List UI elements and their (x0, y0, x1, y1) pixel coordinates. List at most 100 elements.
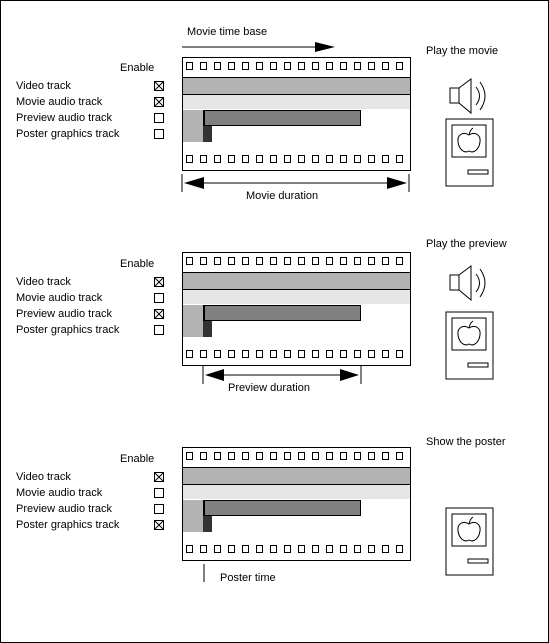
sprocket-hole (396, 155, 403, 163)
sprocket-hole (354, 257, 361, 265)
sprocket-hole (270, 545, 277, 553)
poster-time-tick-icon (203, 564, 205, 582)
sprocket-hole (340, 155, 347, 163)
checkbox-checked-icon (155, 473, 163, 481)
checkbox-poster-graphics-track[interactable] (154, 325, 164, 335)
film-strip (182, 252, 411, 366)
sprocket-hole (368, 350, 375, 358)
track-label-movie-audio: Movie audio track (16, 487, 103, 499)
sprocket-hole (256, 545, 263, 553)
sprocket-hole (340, 545, 347, 553)
sprocket-hole (228, 155, 235, 163)
sprocket-hole (298, 350, 305, 358)
sprocket-hole (270, 350, 277, 358)
sprocket-hole (200, 452, 207, 460)
sprocket-hole (298, 257, 305, 265)
sprocket-hole (270, 155, 277, 163)
checkbox-movie-audio-track[interactable] (154, 97, 164, 107)
sprocket-hole (326, 155, 333, 163)
sprocket-hole (242, 62, 249, 70)
sprocket-hole (382, 545, 389, 553)
sprocket-hole (396, 62, 403, 70)
sprocket-hole (340, 257, 347, 265)
movie-time-base-label: Movie time base (187, 26, 268, 38)
checkbox-video-track[interactable] (154, 81, 164, 91)
sprocket-hole (186, 452, 193, 460)
poster-marker (203, 126, 212, 142)
sprocket-hole (312, 62, 319, 70)
track-label-poster-graphics: Poster graphics track (16, 324, 120, 336)
sprocket-hole (298, 545, 305, 553)
poster-marker (203, 516, 212, 532)
checkbox-preview-audio-track[interactable] (154, 309, 164, 319)
sprocket-hole (396, 257, 403, 265)
sprocket-hole (200, 62, 207, 70)
sprocket-hole (214, 62, 221, 70)
sprocket-hole (242, 545, 249, 553)
preview-audio-track-bar (204, 305, 361, 321)
sprocket-hole (340, 350, 347, 358)
movie-duration-label: Movie duration (246, 190, 319, 202)
sprocket-hole (368, 62, 375, 70)
sprocket-hole (284, 155, 291, 163)
preview-duration-arrow-icon (202, 366, 362, 384)
checkbox-poster-graphics-track[interactable] (154, 129, 164, 139)
movie-audio-track-bar (183, 95, 410, 109)
sprocket-hole (256, 350, 263, 358)
sprocket-hole (354, 545, 361, 553)
movie-duration-arrow-icon (181, 174, 410, 192)
sprocket-hole (354, 155, 361, 163)
sprocket-hole (326, 545, 333, 553)
preview-lead-bar (183, 110, 204, 126)
panel-header: Play the movie (426, 45, 499, 57)
checkbox-movie-audio-track[interactable] (154, 488, 164, 498)
monitor-apple-icon (445, 118, 494, 187)
checkbox-preview-audio-track[interactable] (154, 113, 164, 123)
sprocket-hole (228, 350, 235, 358)
preview-lead-bar (183, 500, 204, 516)
checkbox-video-track[interactable] (154, 277, 164, 287)
sprocket-hole (200, 257, 207, 265)
sprocket-hole (270, 452, 277, 460)
video-track-bar (183, 272, 410, 290)
sprocket-hole (298, 452, 305, 460)
sprocket-hole (298, 62, 305, 70)
enable-label: Enable (120, 62, 155, 74)
sprocket-hole (382, 155, 389, 163)
sprocket-hole (382, 257, 389, 265)
sprocket-hole (368, 545, 375, 553)
sprocket-hole (326, 257, 333, 265)
poster-marker (203, 321, 212, 337)
sprocket-hole (186, 545, 193, 553)
sprocket-hole (256, 155, 263, 163)
monitor-apple-icon (445, 507, 494, 576)
sprocket-hole (326, 62, 333, 70)
sprocket-hole (256, 257, 263, 265)
checkbox-video-track[interactable] (154, 472, 164, 482)
checkbox-checked-icon (155, 82, 163, 90)
checkbox-poster-graphics-track[interactable] (154, 520, 164, 530)
preview-lead-bar (183, 305, 204, 321)
sprocket-hole (256, 452, 263, 460)
sprocket-hole (228, 62, 235, 70)
sprocket-hole (242, 452, 249, 460)
checkbox-movie-audio-track[interactable] (154, 293, 164, 303)
track-label-video: Video track (16, 276, 71, 288)
checkbox-preview-audio-track[interactable] (154, 504, 164, 514)
sprocket-hole (340, 452, 347, 460)
enable-label: Enable (120, 258, 155, 270)
video-track-bar (183, 77, 410, 95)
sprocket-hole (284, 350, 291, 358)
sprocket-hole (312, 155, 319, 163)
sprocket-hole (200, 155, 207, 163)
sprocket-hole (396, 350, 403, 358)
sprocket-hole (368, 155, 375, 163)
video-track-bar (183, 467, 410, 485)
sprocket-hole (270, 62, 277, 70)
track-label-poster-graphics: Poster graphics track (16, 519, 120, 531)
sprocket-hole (382, 350, 389, 358)
sprocket-hole (326, 350, 333, 358)
time-base-arrow-icon (182, 42, 335, 52)
checkbox-checked-icon (155, 278, 163, 286)
sprocket-hole (354, 452, 361, 460)
